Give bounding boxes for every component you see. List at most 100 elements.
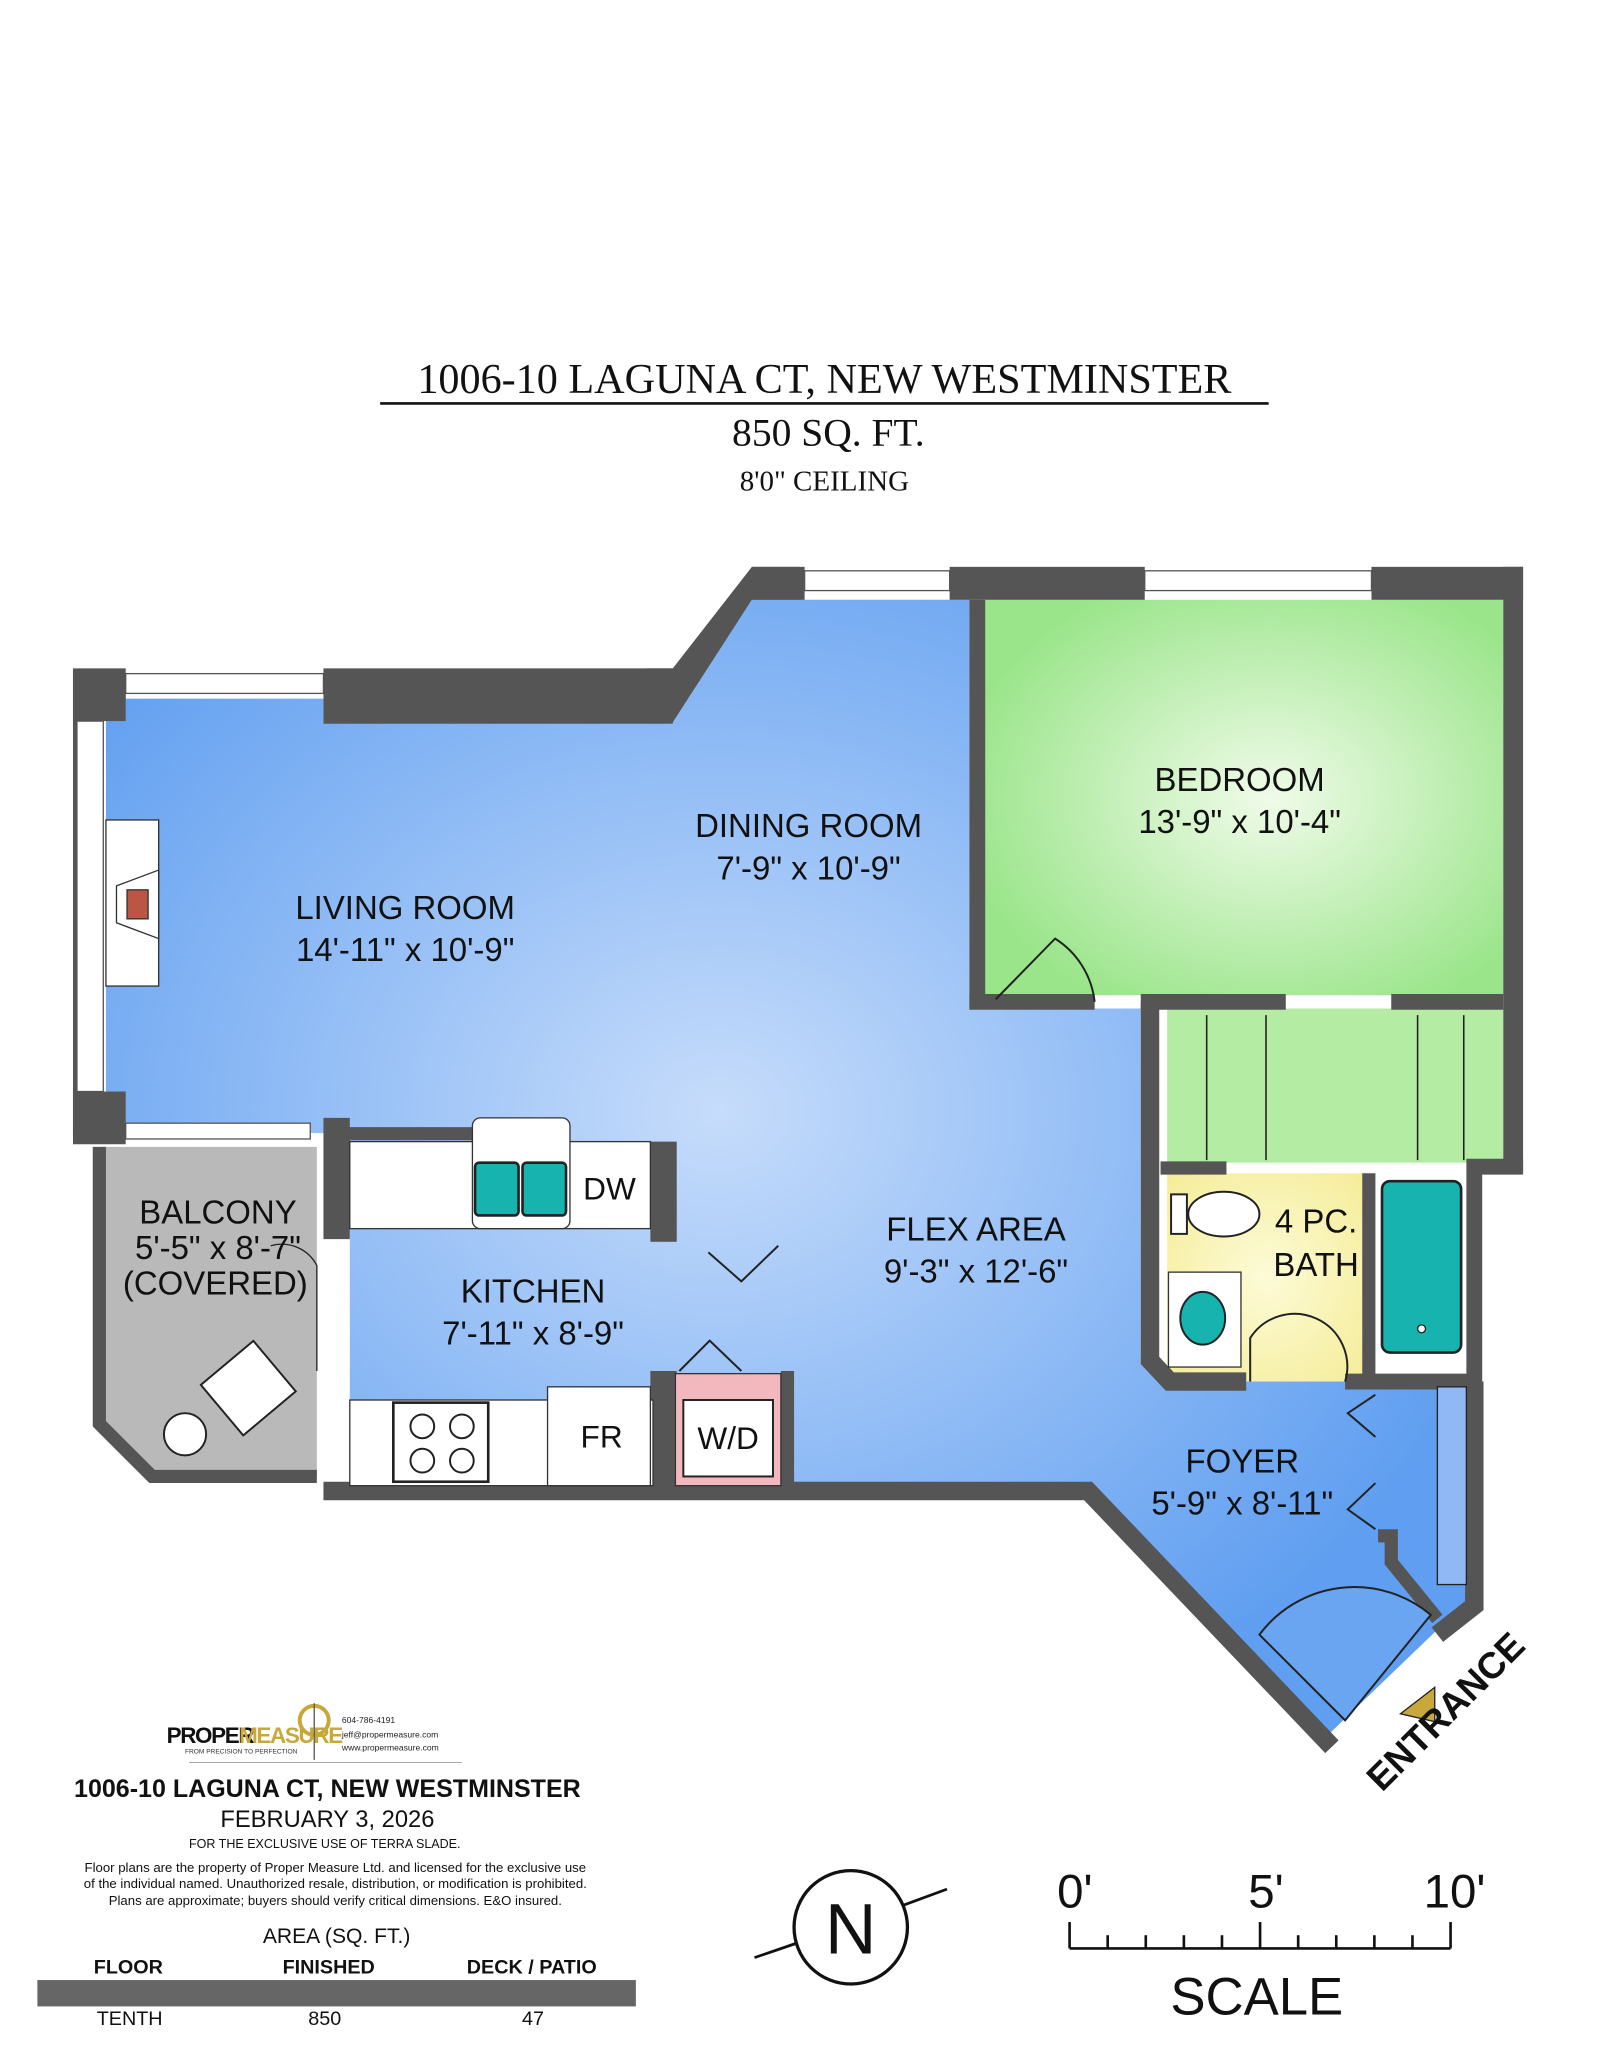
dishwasher-label: DW [583,1171,636,1207]
living-room-dims: 14'-11" x 10'-9" [296,931,514,968]
scale-tick-5: 5' [1248,1866,1283,1919]
wall-right-bedroom [1503,566,1524,1174]
scale-tick-10: 10' [1424,1866,1486,1919]
washer-dryer-label: W/D [697,1420,758,1456]
dining-room-name: DINING ROOM [695,807,922,844]
flex-area-dims: 9'-3" x 12'-6" [884,1253,1068,1290]
wall-laundry-right [780,1370,795,1490]
table-header-finished: FINISHED [283,1956,375,1978]
logo-email: jeff@propermeasure.com [341,1729,438,1739]
wall-laundry-left [650,1370,677,1490]
disclaimer-line-2: of the individual named. Unauthorized re… [84,1876,587,1891]
wall-corner-bl [72,1091,126,1145]
window-living-left [76,720,104,1093]
foyer-closet [1436,1386,1468,1586]
disclaimer-line-3: Plans are approximate; buyers should ver… [109,1893,562,1908]
entrance-marker-icon [1398,1686,1436,1723]
wall-diagonal [646,566,801,723]
entry-door-icon [1258,1586,1433,1722]
wall-closet-bath [1140,1001,1247,1391]
footer-date: FEBRUARY 3, 2026 [220,1807,434,1833]
bedroom-floor [982,599,1504,996]
fridge-label: FR [581,1418,623,1454]
bedroom-door-icon [995,937,1096,1002]
living-room-name: LIVING ROOM [295,889,515,926]
wall-foyer-diagonal [323,1481,1339,1754]
logo-phone: 604-786-4191 [342,1715,395,1725]
wall-bedroom-left [969,599,986,1009]
table-cell-finished: 850 [308,2008,341,2030]
sink-bath-icon [1167,1271,1242,1368]
wall-top-mid [949,566,1145,600]
title-ceiling: 8'0" CEILING [740,465,909,497]
window-bedroom-top [1144,570,1373,592]
wall-living-top [323,668,673,724]
pantry-door-icon [707,1245,779,1283]
balcony-door-swing [270,1243,318,1371]
washer-dryer-box [682,1399,774,1478]
toilet-icon [1170,1190,1261,1238]
closet-rods [1205,1015,1465,1161]
bath-label-line1: 4 PC. [1275,1203,1357,1240]
balcony-chair-icon [162,1339,298,1457]
header: 1006-10 LAGUNA CT, NEW WESTMINSTER 850 S… [380,356,1269,497]
logo-website: www.propermeasure.com [341,1743,439,1753]
proper-measure-logo: PROPER MEASURE FROM PRECISION TO PERFECT… [167,1703,462,1764]
floor-plan: DW FR W/D [72,566,1533,1799]
area-table-title: AREA (SQ. FT.) [263,1925,411,1948]
bedroom-name: BEDROOM [1155,761,1325,798]
window-living-top [125,672,325,695]
balcony-dims: 5'-5" x 8'-7" [135,1229,301,1266]
foyer-closet-door-2 [1346,1482,1377,1530]
laundry-door-icon [678,1339,743,1372]
wall-top-dining [751,566,805,600]
stove-icon [391,1401,490,1484]
foyer-name: FOYER [1186,1443,1299,1480]
compass-label: N [825,1891,876,1970]
balcony-name: BALCONY [139,1193,296,1230]
footer-exclusive: FOR THE EXCLUSIVE USE OF TERRA SLADE. [189,1837,460,1851]
table-cell-deck: 47 [522,2008,544,2030]
bath-label-line2: BATH [1273,1246,1358,1283]
window-balcony-door [125,1122,311,1140]
wall-balcony [92,1146,317,1484]
wall-corner-tl [72,668,126,722]
fridge [546,1386,652,1487]
scale-bar: 0' 5' 10' SCALE [1057,1866,1485,2027]
north-compass-icon: N [754,1868,948,1986]
window-dining-top [803,570,951,592]
scale-tick-0: 0' [1057,1866,1092,1919]
wall-foyer-right [1431,1381,1484,1642]
bath-door-icon [1249,1312,1349,1382]
balcony-note: (COVERED) [123,1265,308,1302]
table-header-floor: FLOOR [94,1956,163,1978]
dining-room-dims: 7'-9" x 10'-9" [716,849,900,886]
disclaimer-line-1: Floor plans are the property of Proper M… [85,1860,587,1875]
footer-info: 1006-10 LAGUNA CT, NEW WESTMINSTER FEBRU… [37,1775,636,2030]
kitchen-dims: 7'-11" x 8'-9" [442,1315,624,1352]
wall-top-right [1371,566,1524,600]
logo-tagline: FROM PRECISION TO PERFECTION [185,1748,298,1755]
bathtub-icon [1380,1179,1463,1354]
flex-area-name: FLEX AREA [886,1210,1065,1247]
sink-icon [473,1161,568,1217]
fireplace [105,819,160,987]
scale-label: SCALE [1170,1967,1343,2026]
wall-foyer-inner [1378,1529,1443,1623]
table-cell-floor: TENTH [97,2008,163,2030]
kitchen-name: KITCHEN [461,1272,606,1309]
bedroom-dims: 13'-9" x 10'-4" [1138,803,1341,840]
wall-bath-right [1345,1158,1524,1390]
closet-floor [1167,1008,1504,1163]
title-area: 850 SQ. FT. [732,411,925,455]
title-address: 1006-10 LAGUNA CT, NEW WESTMINSTER [417,356,1232,403]
foyer-dims: 5'-9" x 8'-11" [1151,1485,1333,1522]
tub-drain [1416,1324,1427,1334]
table-header-bar [37,1980,636,2007]
footer-address: 1006-10 LAGUNA CT, NEW WESTMINSTER [74,1775,581,1803]
wall-kitchen-peninsula [650,1141,677,1242]
table-header-deck: DECK / PATIO [467,1956,597,1978]
foyer-closet-door [1346,1393,1377,1438]
logo-brand-1: PROPER [167,1723,255,1748]
